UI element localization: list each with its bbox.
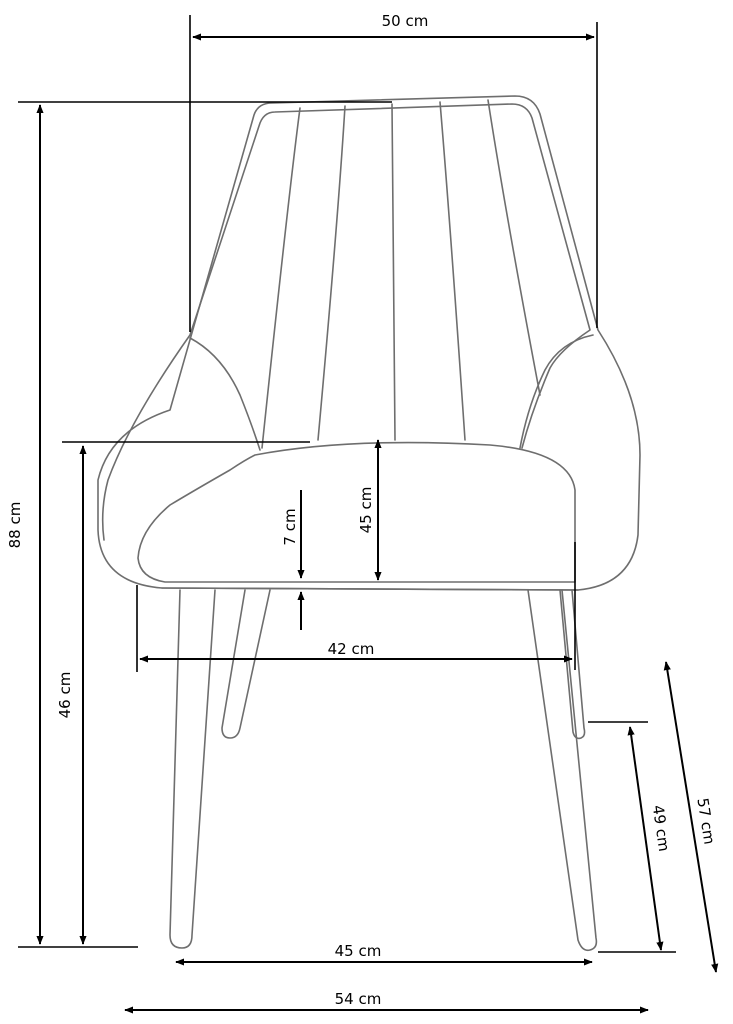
dimension-labels: 50 cm 88 cm 46 cm 7 cm 45 cm 42 cm 45 cm… [6,12,718,1008]
backrest-channel-3 [391,103,396,441]
backrest-channel-1 [261,107,301,449]
label-backrest-height: 45 cm [357,487,375,534]
extension-lines [18,15,676,953]
label-overall-width: 54 cm [335,990,382,1008]
dim-overall-depth-line [663,661,719,973]
dimension-lines [36,33,719,1014]
label-total-height: 88 cm [6,502,24,549]
seat-cushion-outline [137,441,576,583]
rear-right-leg [559,589,586,740]
right-side-cushion [519,334,594,449]
front-left-leg [169,589,216,949]
left-side-cushion [189,337,261,451]
backrest-channel-4 [439,101,466,441]
dim-seat-depth-line [627,726,664,951]
chair-drawing [97,95,641,952]
label-seat-height: 46 cm [56,672,74,719]
label-top-width: 50 cm [382,12,429,30]
label-seat-width: 42 cm [328,640,375,658]
rear-left-leg [221,589,271,739]
label-seat-thickness: 7 cm [281,508,299,545]
backrest-channel-2 [317,105,346,441]
label-overall-depth: 57 cm [693,797,718,846]
backrest-inner-outline [101,103,591,541]
backrest-channel-5 [487,99,541,396]
front-right-leg [527,589,598,952]
label-seat-depth: 49 cm [649,804,673,853]
seat-front-edge [161,587,579,591]
label-leg-span: 45 cm [335,942,382,960]
